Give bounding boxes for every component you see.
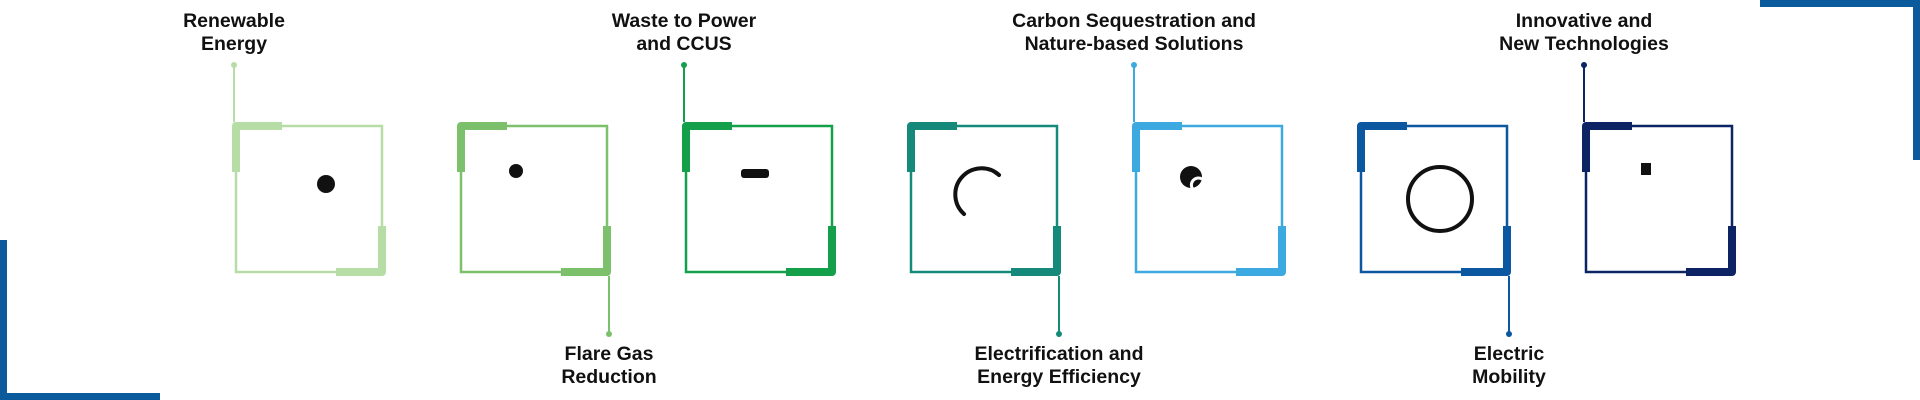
waste-bin-leaf-icon <box>737 169 781 229</box>
connector-line <box>1133 65 1135 122</box>
tile-frame <box>907 122 1061 276</box>
connector-dot <box>231 62 237 68</box>
connector-dot <box>1581 62 1587 68</box>
tile-6 <box>1357 122 1511 276</box>
factory-smoke-icon <box>507 164 531 200</box>
item-label-line: Energy <box>200 33 268 55</box>
item-label-line: New Technologies <box>1499 33 1669 55</box>
tile-5 <box>1132 122 1286 276</box>
item-label-line: Innovative and <box>1515 10 1653 32</box>
tile-frame <box>1582 122 1736 276</box>
item-label-line: Energy Efficiency <box>977 366 1141 388</box>
connector-dot <box>1506 331 1512 337</box>
tile-2 <box>457 122 611 276</box>
tile-frame <box>1132 122 1286 276</box>
tile-3 <box>682 122 836 276</box>
tile-1 <box>232 122 386 276</box>
lightning-cycle-icon <box>953 166 1001 216</box>
electric-car-icon <box>1406 165 1474 233</box>
tile-7 <box>1582 122 1736 276</box>
tile-4 <box>907 122 1061 276</box>
connector-line <box>1058 276 1060 334</box>
item-label-line: Carbon Sequestration and <box>1012 10 1256 32</box>
connector-dot <box>606 331 612 337</box>
gear-circuit-icon <box>1641 163 1659 213</box>
tile-frame <box>232 122 386 276</box>
connector-line <box>1508 276 1510 334</box>
connector-line <box>233 65 235 122</box>
item-label-line: Mobility <box>1472 366 1546 388</box>
connector-dot <box>681 62 687 68</box>
item-label-line: Renewable <box>183 10 285 32</box>
connector-dot <box>1131 62 1137 68</box>
item-label-line: and CCUS <box>636 33 732 55</box>
item-label-line: Reduction <box>561 366 657 388</box>
item-label-line: Waste to Power <box>611 10 757 32</box>
connector-line <box>1583 65 1585 122</box>
solar-panel-icon <box>317 175 335 193</box>
connector-line <box>683 65 685 122</box>
tile-frame <box>682 122 836 276</box>
item-label-line: Nature-based Solutions <box>1024 33 1244 55</box>
connector-line <box>608 276 610 334</box>
item-label-line: Electrification and <box>974 343 1144 365</box>
co2-cloud-chart-icon <box>1180 166 1230 197</box>
tile-frame <box>1357 122 1511 276</box>
item-label-line: Electric <box>1473 343 1545 365</box>
connector-dot <box>1056 331 1062 337</box>
item-label-line: Flare Gas <box>564 343 654 365</box>
tile-frame <box>457 122 611 276</box>
